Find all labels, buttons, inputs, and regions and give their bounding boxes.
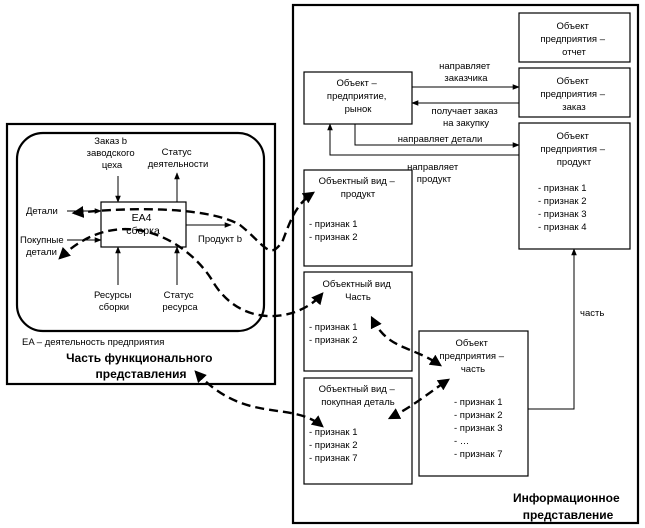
control-order-label: Заказ b заводского цеха: [87, 136, 138, 171]
output-label: Продукт b: [198, 234, 242, 245]
rel-order-label: получает заказ на закупку: [432, 106, 501, 129]
functional-title: Часть функционального представления: [66, 351, 216, 381]
map-details-to-product-view: [71, 191, 315, 252]
order-label: Объект предприятия – заказ: [540, 76, 607, 113]
view-product-attrs: - признак 1 - признак 2: [309, 219, 360, 243]
product-title: Объект предприятия – продукт: [540, 131, 607, 168]
view-bought-title: Объектный вид – покупная деталь: [319, 384, 398, 408]
map-bought-to-part-view: [58, 228, 324, 318]
map-functional-to-bought-view: [194, 370, 324, 428]
product-attrs: - признак 1 - признак 2 - признак 3 - пр…: [538, 183, 589, 233]
order-box: [518, 67, 631, 118]
view-product-title: Объектный вид – продукт: [319, 176, 398, 200]
view-part-attrs: - признак 1 - признак 2: [309, 322, 360, 346]
part-title: Объект предприятия – часть: [439, 338, 506, 375]
rel-product-label: направляет продукт: [407, 162, 461, 185]
rel-details-label: направляет детали: [398, 134, 483, 145]
mechanism-status-label: Статус ресурса: [162, 290, 198, 313]
input-bought-label: Покупные детали: [20, 235, 66, 258]
rel-details-arrow: [354, 124, 520, 148]
rel-customer-label: направляет заказчика: [439, 61, 493, 84]
map-part-view-to-part: [370, 315, 442, 367]
ea-note: EA – деятельность предприятия: [22, 337, 164, 348]
report-box: [518, 12, 631, 63]
market-label: Объект – предприятие, рынок: [327, 78, 389, 115]
functional-rounded-area: [15, 131, 266, 333]
part-attrs: - признак 1 - признак 2 - признак 3 - … …: [454, 397, 505, 460]
view-part-title: Объектный вид Часть: [323, 279, 394, 303]
rel-product-arrow: [327, 123, 519, 156]
view-bought-attrs: - признак 1 - признак 2 - признак 7: [309, 427, 360, 464]
report-label: Объект предприятия – отчет: [540, 21, 607, 58]
rel-part-arrow: [528, 248, 577, 410]
market-box: [303, 71, 413, 125]
mechanism-resources-label: Ресурсы сборки: [94, 290, 134, 313]
control-activity-label: Статус деятельности: [148, 147, 209, 170]
map-bought-view-to-part: [387, 378, 450, 420]
information-title: Информационное представление: [513, 491, 623, 522]
rel-part-label: часть: [580, 308, 604, 319]
input-details-label: Детали: [26, 206, 58, 217]
